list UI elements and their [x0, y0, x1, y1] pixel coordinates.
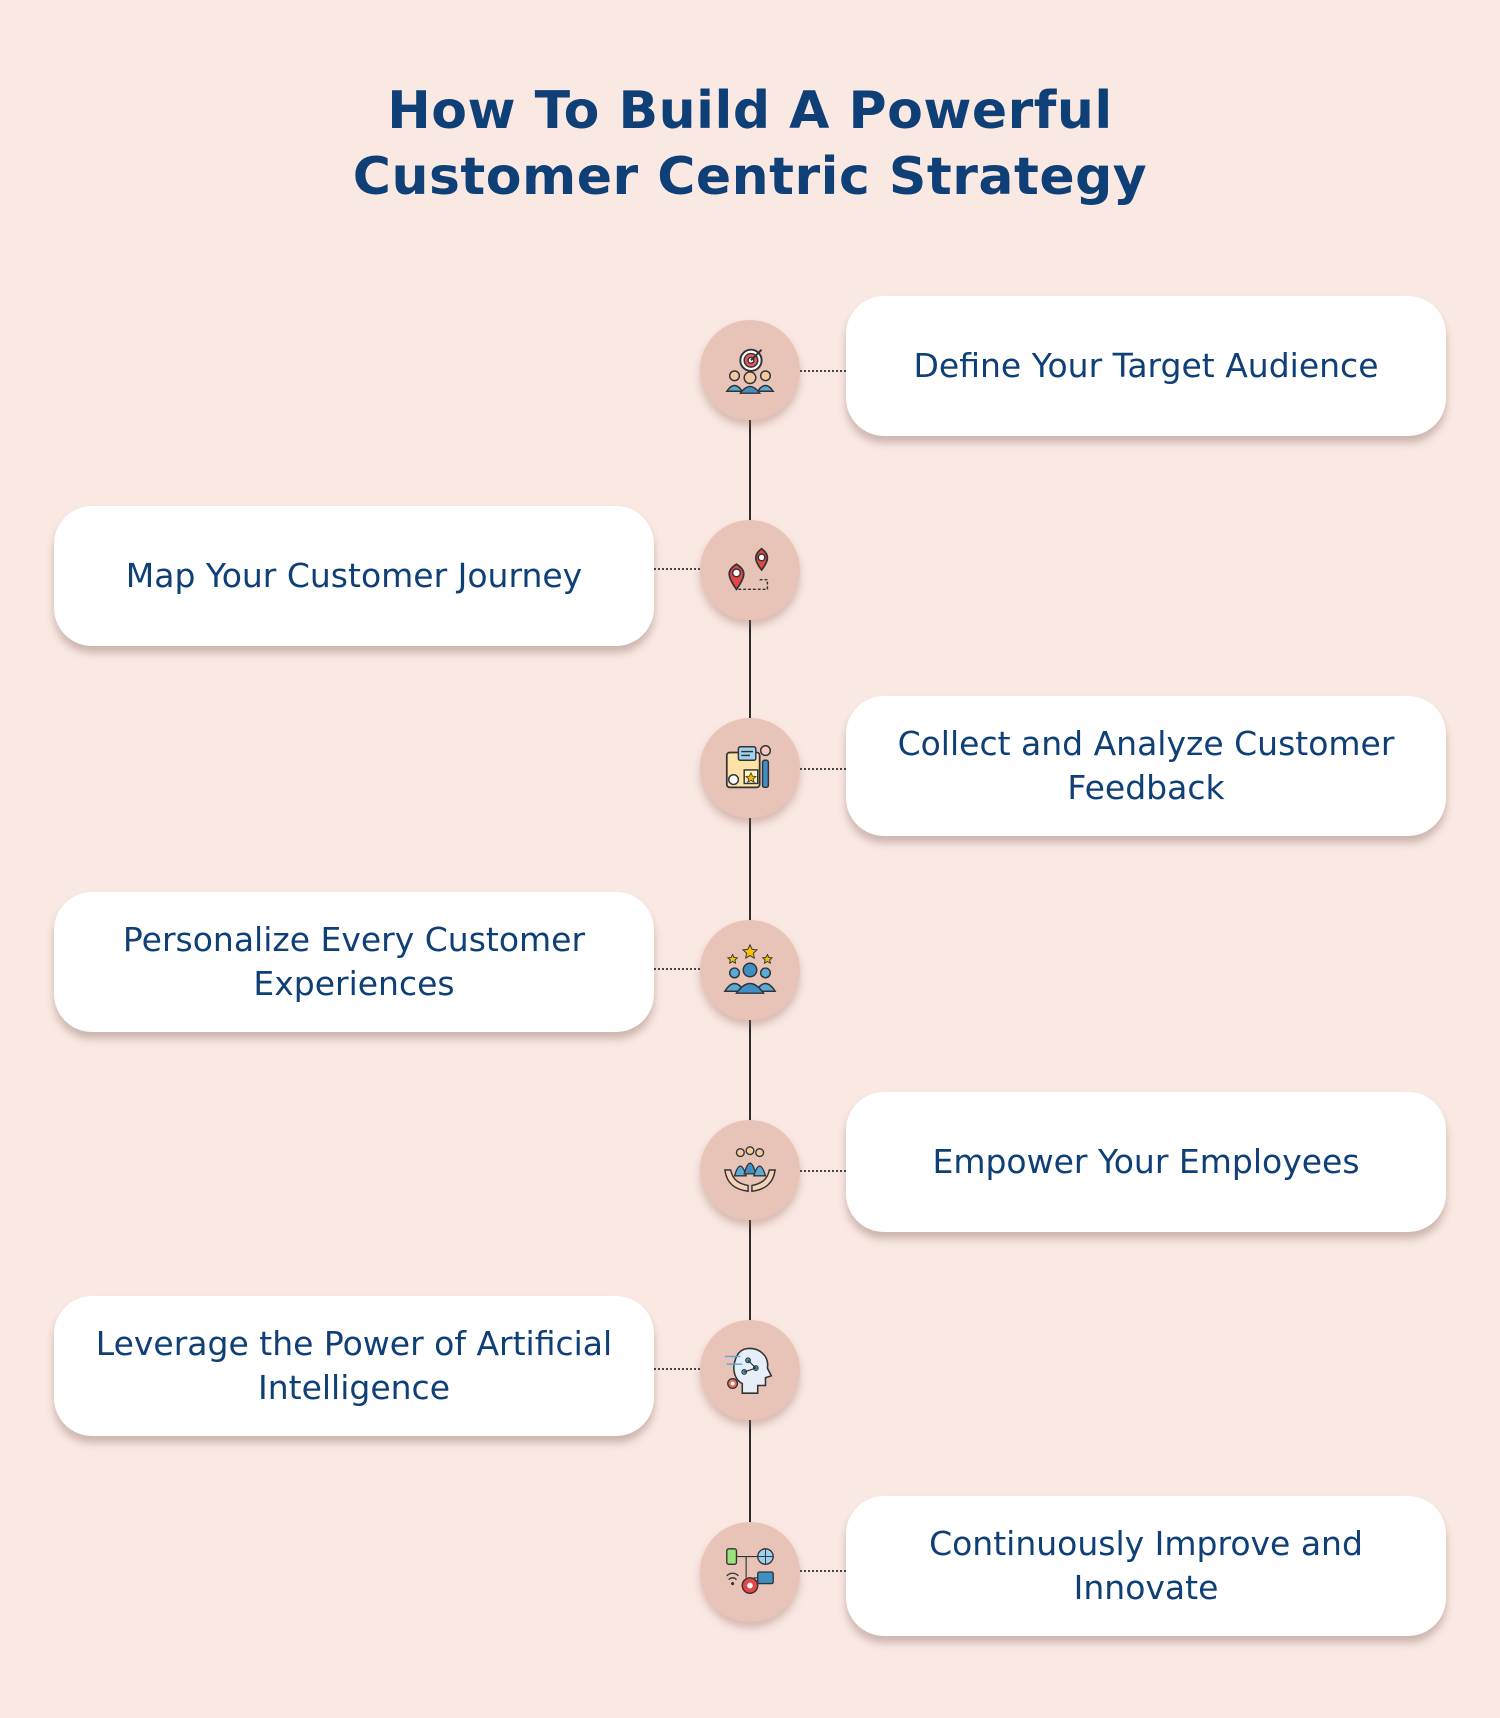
connector-dots: [654, 1368, 700, 1370]
page-title: How To Build A Powerful Customer Centric…: [0, 78, 1500, 210]
ai-head-icon: [700, 1320, 800, 1420]
map-pins-icon: [700, 520, 800, 620]
step-card: Define Your Target Audience: [846, 296, 1446, 436]
connector-dots: [654, 568, 700, 570]
step-leverage-ai: Leverage the Power of Artificial Intelli…: [0, 1296, 1500, 1440]
hands-people-icon: [700, 1120, 800, 1220]
connector-dots: [800, 1570, 846, 1572]
step-map-journey: Map Your Customer Journey: [0, 506, 1500, 650]
title-line-2: Customer Centric Strategy: [352, 147, 1148, 207]
target-audience-icon: [700, 320, 800, 420]
step-card: Map Your Customer Journey: [54, 506, 654, 646]
feedback-board-icon: [700, 718, 800, 818]
people-stars-icon: [700, 920, 800, 1020]
step-card: Collect and Analyze Customer Feedback: [846, 696, 1446, 836]
connector-dots: [800, 370, 846, 372]
connector-dots: [800, 768, 846, 770]
connector-dots: [800, 1170, 846, 1172]
step-card: Leverage the Power of Artificial Intelli…: [54, 1296, 654, 1436]
step-define-audience: Define Your Target Audience: [0, 296, 1500, 440]
step-card: Continuously Improve and Innovate: [846, 1496, 1446, 1636]
step-collect-feedback: Collect and Analyze Customer Feedback: [0, 696, 1500, 840]
step-card: Personalize Every Customer Experiences: [54, 892, 654, 1032]
step-empower-employees: Empower Your Employees: [0, 1092, 1500, 1236]
connector-dots: [654, 968, 700, 970]
step-improve-innovate: Continuously Improve and Innovate: [0, 1496, 1500, 1640]
title-line-1: How To Build A Powerful: [387, 81, 1113, 141]
step-card: Empower Your Employees: [846, 1092, 1446, 1232]
step-personalize: Personalize Every Customer Experiences: [0, 892, 1500, 1036]
innovation-devices-icon: [700, 1522, 800, 1622]
